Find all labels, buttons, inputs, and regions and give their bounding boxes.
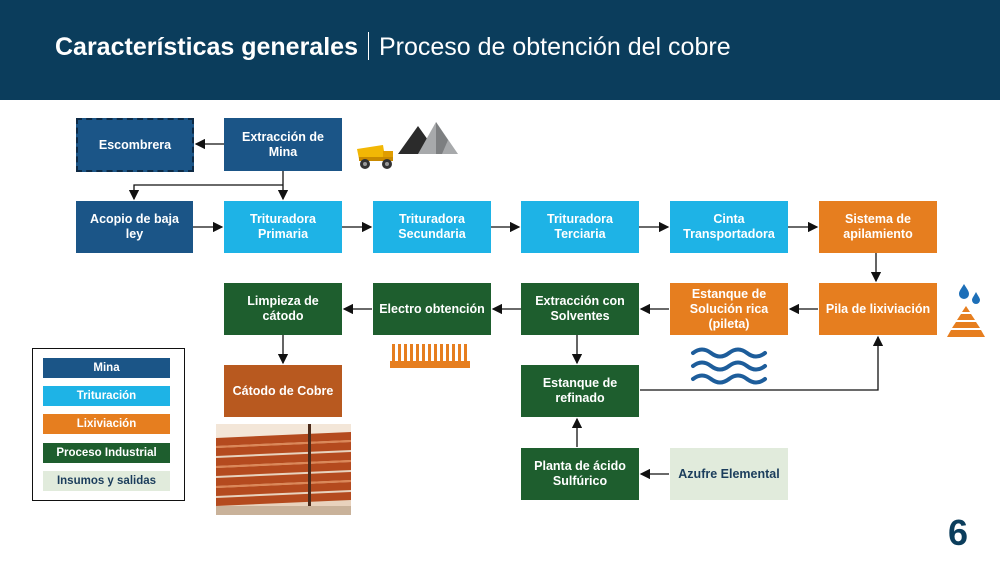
- page-number: 6: [948, 512, 969, 553]
- title-subtitle: Proceso de obtención del cobre: [378, 33, 731, 61]
- node-planta-acido-sulfurico: Planta de ácido Sulfúrico: [521, 448, 639, 500]
- mountain-icon: [398, 122, 458, 154]
- title-bold: Características generales: [55, 33, 358, 61]
- page-title: Características generales Proceso de obte…: [55, 32, 731, 62]
- node-pila-lixiviacion: Pila de lixiviación: [819, 283, 937, 335]
- copper-cathodes-photo: [216, 424, 351, 515]
- legend-insumos-salidas: Insumos y salidas: [43, 471, 170, 491]
- legend-trituracion: Trituración: [43, 386, 170, 406]
- node-estanque-solucion-rica: Estanque de Solución rica (pileta): [670, 283, 788, 335]
- node-catodo-cobre: Cátodo de Cobre: [224, 365, 342, 417]
- node-trituradora-primaria: Trituradora Primaria: [224, 201, 342, 253]
- node-extraccion-mina: Extracción de Mina: [224, 118, 342, 171]
- legend-mina: Mina: [43, 358, 170, 378]
- node-trituradora-terciaria: Trituradora Terciaria: [521, 201, 639, 253]
- node-cinta-transportadora: Cinta Transportadora: [670, 201, 788, 253]
- legend-proceso-industrial: Proceso Industrial: [43, 443, 170, 463]
- title-divider: [367, 32, 369, 60]
- node-escombrera: Escombrera: [76, 118, 194, 172]
- header-bar: [0, 0, 1000, 100]
- mining-truck-icon: [357, 145, 393, 169]
- node-trituradora-secundaria: Trituradora Secundaria: [373, 201, 491, 253]
- node-sistema-apilamiento: Sistema de apilamiento: [819, 201, 937, 253]
- node-extraccion-solventes: Extracción con Solventes: [521, 283, 639, 335]
- legend-lixiviacion: Lixiviación: [43, 414, 170, 434]
- node-azufre-elemental: Azufre Elemental: [670, 448, 788, 500]
- node-electro-obtencion: Electro obtención: [373, 283, 491, 335]
- cathode-plate-icon: [390, 344, 470, 368]
- legend: Mina Trituración Lixiviación Proceso Ind…: [32, 348, 185, 501]
- water-waves-icon: [691, 347, 767, 385]
- node-acopio-baja-ley: Acopio de baja ley: [76, 201, 193, 253]
- heap-pile-icon: [947, 284, 985, 337]
- node-estanque-refinado: Estanque de refinado: [521, 365, 639, 417]
- node-limpieza-catodo: Limpieza de cátodo: [224, 283, 342, 335]
